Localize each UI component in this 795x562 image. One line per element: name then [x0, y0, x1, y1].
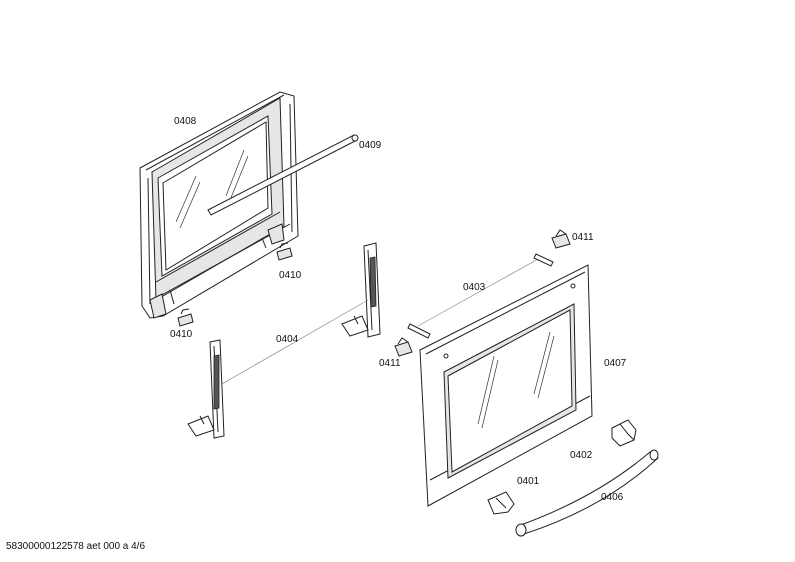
label-0403: 0403	[463, 282, 486, 293]
rod-0403-right	[533, 253, 554, 267]
rod-0403-left	[407, 323, 431, 339]
handle-bar	[515, 449, 659, 537]
clip-0411-upper	[551, 229, 571, 249]
label-0410-upper: 0410	[279, 270, 302, 281]
rod-0409	[207, 134, 359, 216]
label-0411-lower: 0411	[379, 358, 401, 369]
label-0411-upper: 0411	[572, 232, 594, 243]
label-0401: 0401	[517, 476, 540, 487]
hinge-right	[341, 242, 381, 338]
leader-lines	[221, 257, 541, 385]
label-0406: 0406	[601, 492, 624, 503]
handle-cap	[611, 419, 637, 447]
label-0409: 0409	[359, 140, 382, 151]
label-0402: 0402	[570, 450, 593, 461]
hinge-left	[187, 339, 225, 439]
label-0410-lower: 0410	[170, 329, 193, 340]
clip-0411-lower	[394, 337, 413, 357]
document-footer: 58300000122578 aet 000 a 4/6	[6, 541, 146, 552]
label-0408: 0408	[174, 116, 197, 127]
clip-0410-upper	[276, 242, 293, 261]
handle-mount-0401	[487, 491, 515, 515]
label-0404: 0404	[276, 334, 299, 345]
outer-glass-door	[419, 264, 593, 507]
clip-0410-lower	[177, 308, 194, 327]
label-0407: 0407	[604, 358, 627, 369]
